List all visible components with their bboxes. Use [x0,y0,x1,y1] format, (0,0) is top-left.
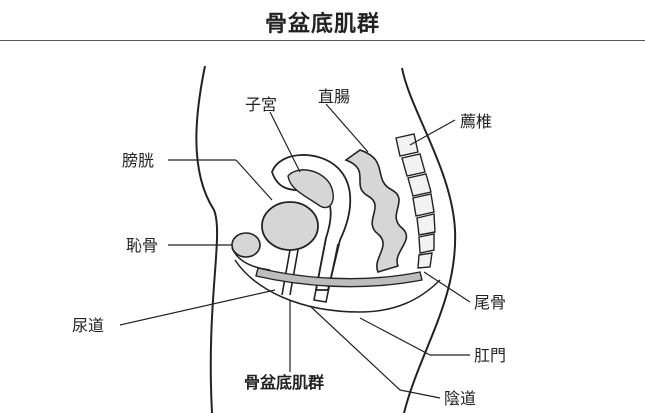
bladder [261,201,319,251]
label-sacrum: 薦椎 [460,112,492,131]
label-uterus: 子宮 [245,95,277,114]
urethra [281,249,299,296]
pubis [231,232,261,258]
uterus-cavity [287,169,334,209]
pelvic-floor-muscle [255,267,423,288]
label-rectum: 直腸 [318,87,350,106]
label-urethra: 尿道 [72,316,104,335]
rectum [344,149,408,273]
diagram-title: 骨盆底肌群 [264,12,380,37]
vagina [313,237,339,303]
label-pubis: 恥骨 [126,236,158,255]
label-anus: 肛門 [474,346,506,365]
body-outline-front [195,65,219,413]
label-vagina: 陰道 [444,389,476,408]
body-outline-back [401,67,457,413]
label-coccyx: 尾骨 [474,293,506,312]
perineum-outline [234,259,441,313]
sacrum-vertebrae [395,133,436,269]
title-divider [0,40,645,41]
label-pelvic-floor: 骨盆底肌群 [244,373,324,392]
leader-lines [119,103,471,399]
label-bladder: 膀胱 [122,151,154,170]
